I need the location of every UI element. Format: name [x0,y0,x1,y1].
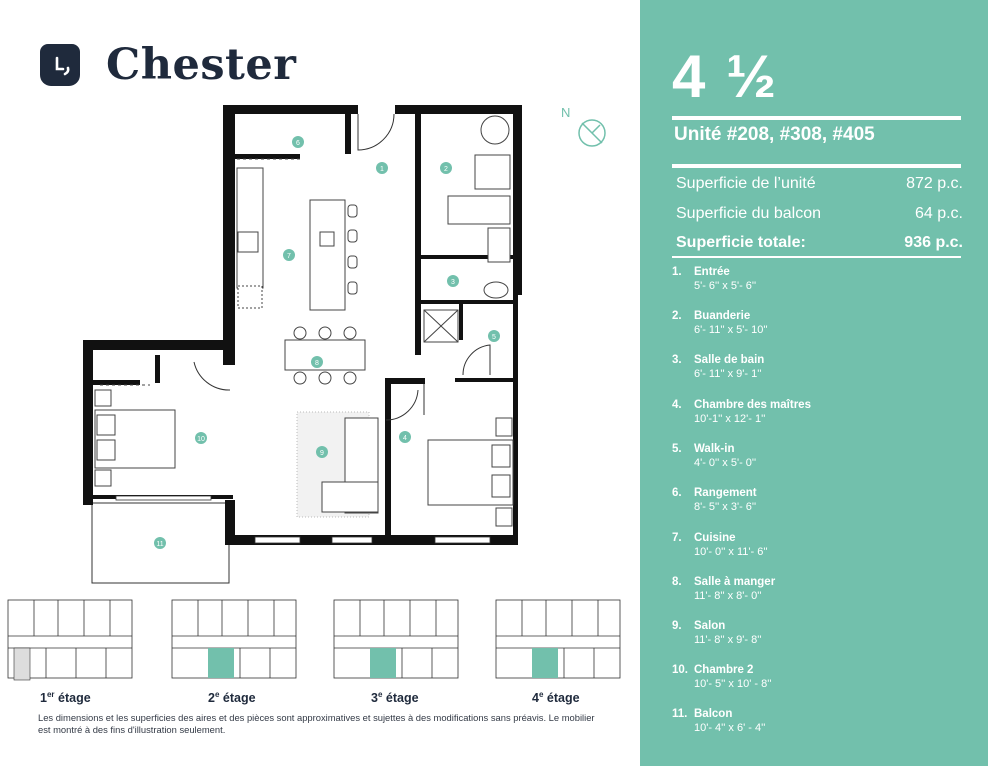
house-clock-icon [40,44,80,86]
area-label: Superficie du balcon [676,205,821,222]
room-marker-6: 6 [296,140,300,147]
divider [672,116,961,120]
north-label: N [561,105,570,120]
area-value: 936 p.c. [904,234,963,251]
room-marker-4: 4 [403,435,407,442]
floor-plan: 6 1 2 7 3 5 8 10 4 9 11 N [83,105,606,584]
room-marker-2: 2 [444,166,448,173]
area-row-total: Superficie totale: 936 p.c. [676,234,963,252]
unit-numbers: Unité #208, #308, #405 [674,124,875,145]
area-value: 872 p.c. [906,175,963,192]
floor-thumb-3[interactable] [332,598,466,684]
floor-label-2[interactable]: 2e étage [208,690,256,706]
room-marker-10: 10 [197,436,205,443]
disclaimer: Les dimensions et les superficies des ai… [38,712,595,735]
room-marker-9: 9 [320,450,324,457]
divider [672,164,961,168]
info-panel: 4 ½ Unité #208, #308, #405 Superficie de… [640,0,988,766]
floor-thumb-1[interactable] [6,598,140,684]
compass-icon [578,119,606,147]
unit-type: 4 ½ [672,43,779,110]
area-row-balcony: Superficie du balcon 64 p.c. [676,205,963,223]
room-marker-1: 1 [380,166,384,173]
room-marker-3: 3 [451,279,455,286]
divider [672,256,961,258]
floor-label-3[interactable]: 3e étage [371,690,419,706]
area-label: Superficie totale: [676,234,806,251]
floor-label-1[interactable]: 1er étage [40,690,91,706]
floor-thumb-2[interactable] [170,598,304,684]
room-marker-5: 5 [492,334,496,341]
floor-label-4[interactable]: 4e étage [532,690,580,706]
area-value: 64 p.c. [914,205,963,222]
brand-name: Chester [106,40,297,90]
room-marker-7: 7 [287,253,291,260]
room-marker-11: 11 [156,541,163,548]
area-label: Superficie de l’unité [676,175,816,192]
area-row-unit: Superficie de l’unité 872 p.c. [676,175,963,193]
floor-thumb-4[interactable] [494,598,628,684]
room-marker-8: 8 [315,360,319,367]
